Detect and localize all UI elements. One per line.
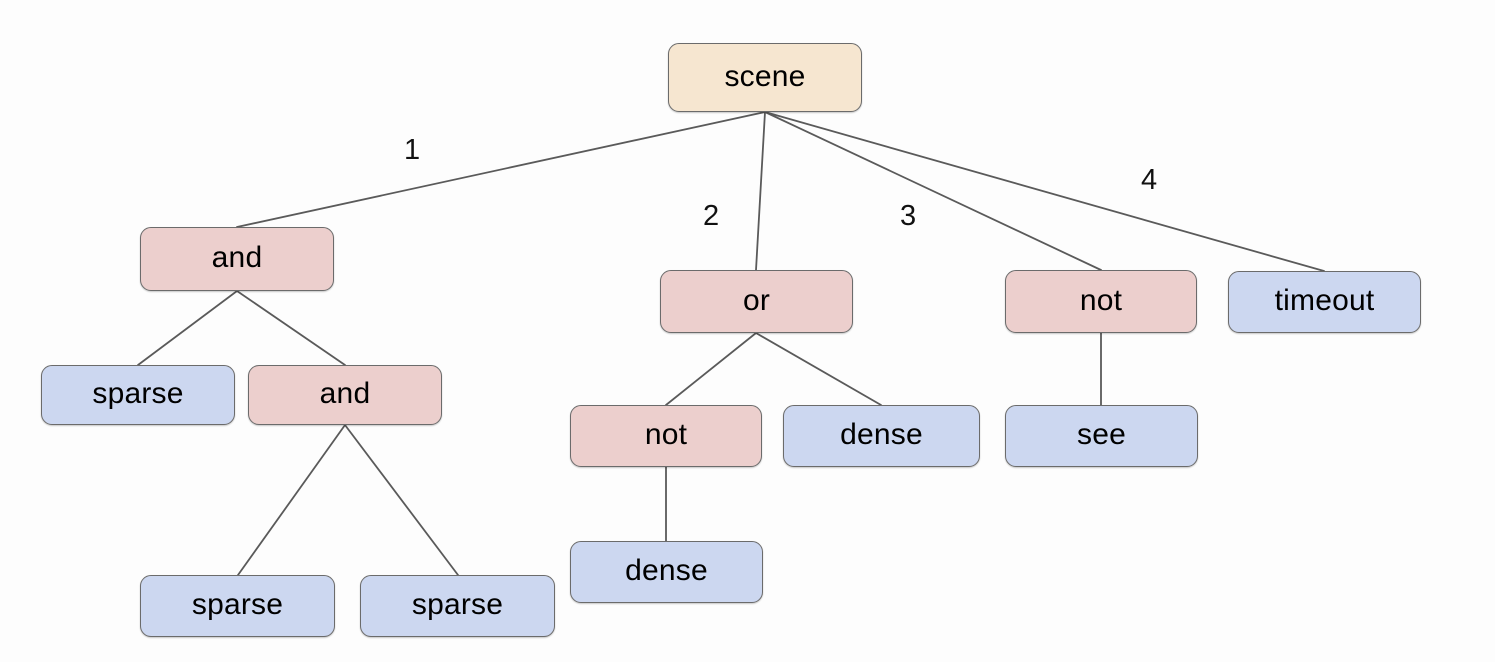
tree-node-not1[interactable]: not [1005,270,1197,333]
tree-node-dense2[interactable]: dense [570,541,763,603]
tree-node-label: and [211,241,263,274]
tree-node-or1[interactable]: or [660,270,853,333]
tree-node-dense1[interactable]: dense [783,405,980,467]
tree-node-sparse3[interactable]: sparse [360,575,555,637]
tree-edge-scene-to-and1 [236,111,766,228]
tree-edge-and1-to-sparse1 [137,290,238,366]
tree-node-label: sparse [92,377,184,410]
tree-node-sparse2[interactable]: sparse [140,575,335,637]
edge-label-3: 3 [900,200,917,232]
tree-edge-or1-to-not2 [665,332,757,406]
tree-edge-and2-to-sparse2 [237,424,346,576]
tree-node-timeout[interactable]: timeout [1228,271,1421,333]
tree-node-label: and [319,377,371,410]
tree-node-label: not [1079,283,1123,317]
tree-edge-and2-to-sparse3 [344,424,459,576]
edge-label-1: 1 [404,134,421,166]
tree-node-and2[interactable]: and [248,365,442,425]
tree-node-label: dense [625,554,708,587]
tree-node-see[interactable]: see [1005,405,1198,467]
tree-edge-scene-to-not1 [764,111,1102,271]
tree-edge-and1-to-and2 [236,290,346,366]
tree-node-scene[interactable]: scene [668,43,862,112]
tree-node-label: sparse [411,588,504,621]
tree-node-label: see [1077,418,1126,451]
tree-node-and1[interactable]: and [140,227,334,291]
tree-edge-scene-to-or1 [755,111,766,271]
edge-label-2: 2 [703,200,720,232]
tree-node-label: sparse [191,588,284,621]
tree-node-label: scene [724,59,806,93]
tree-node-label: not [644,418,688,451]
tree-node-not2[interactable]: not [570,405,762,467]
tree-edge-scene-to-timeout [764,111,1325,272]
tree-node-label: timeout [1274,284,1375,317]
tree-edge-or1-to-dense1 [755,332,882,406]
edge-label-4: 4 [1141,164,1158,196]
tree-node-label: or [742,283,771,317]
tree-node-label: dense [840,418,923,451]
tree-node-sparse1[interactable]: sparse [41,365,235,425]
